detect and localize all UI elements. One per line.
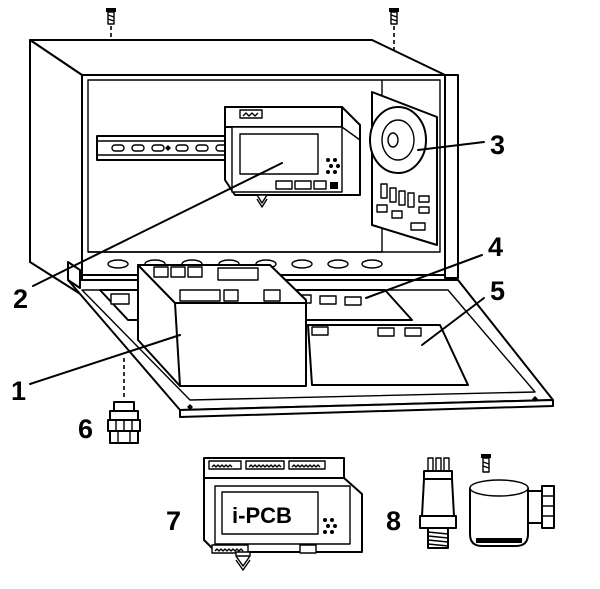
door-screw-markers (187, 396, 538, 410)
keypad-icon (323, 518, 337, 534)
i-pcb-module: i-PCB (203, 457, 363, 571)
callout-3: 3 (490, 130, 505, 160)
callout-1: 1 (11, 376, 26, 406)
callout-7: 7 (166, 506, 181, 536)
keypad-icon (326, 158, 340, 174)
pressure-sensor-icon (419, 457, 457, 549)
callout-numbers: 1 2 3 4 5 6 7 8 (11, 130, 505, 536)
terminal-blocks (239, 109, 338, 190)
callout-6: 6 (78, 414, 93, 444)
cable-connector-icon (469, 454, 555, 547)
callout-2: 2 (13, 284, 28, 314)
board-components (376, 183, 430, 231)
callout-8: 8 (386, 506, 401, 536)
callout-4: 4 (488, 232, 503, 262)
front-pcb (307, 324, 469, 386)
leader-lines (29, 141, 485, 385)
din-controller-module (224, 106, 361, 208)
cable-gland-icon (107, 358, 141, 444)
i-pcb-label: i-PCB (232, 503, 292, 528)
fan-icon (369, 106, 427, 174)
transformer-block (137, 264, 307, 387)
side-board-with-fan (369, 91, 438, 246)
callout-5: 5 (490, 276, 505, 306)
